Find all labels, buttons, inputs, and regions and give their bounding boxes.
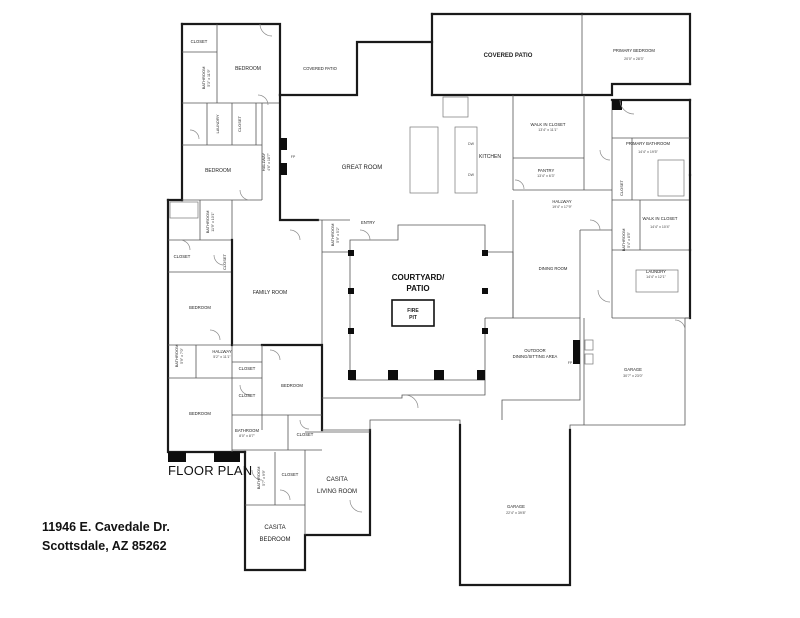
- label-bath-entry-dim: 5'9" x 5'2": [336, 226, 340, 242]
- label-closet-b4b: CLOSET: [239, 393, 256, 398]
- label-fire-pit-1: FIRE: [407, 308, 419, 314]
- label-casita-closet: CLOSET: [282, 472, 299, 477]
- label-bath-top: BATHROOM: [201, 67, 206, 90]
- label-hallway-left: HALLWAY: [261, 152, 266, 171]
- label-covered-patio-small: COVERED PATIO: [303, 66, 338, 71]
- label-closet-mid-2: CLOSET: [222, 253, 227, 270]
- label-garage-right: GARAGE: [624, 367, 642, 372]
- label-bedroom-4: BEDROOM: [281, 383, 303, 388]
- label-outdoor-1: OUTDOOR: [524, 348, 545, 353]
- label-closet-primary: CLOSET: [619, 179, 624, 196]
- label-closet-mid-1: CLOSET: [174, 254, 191, 259]
- label-casita-living-2: LIVING ROOM: [317, 489, 357, 495]
- label-bath-mid-dim: 11'9" x 10'1": [211, 212, 215, 232]
- label-garage-right-dim: 30'7" x 23'0": [623, 374, 643, 378]
- label-bedroom-1: BEDROOM: [235, 66, 261, 72]
- label-laundry-right: LAUNDRY: [646, 269, 666, 274]
- label-fp-2: FP: [568, 361, 573, 365]
- address-line-1: 11946 E. Cavedale Dr.: [42, 520, 170, 534]
- label-walk-in-closet-1-dim: 13'4" x 11'1": [538, 128, 558, 132]
- label-primary-bedroom: PRIMARY BEDROOM: [613, 48, 655, 53]
- label-closet-b4: CLOSET: [239, 366, 256, 371]
- label-walk-in-closet-2: WALK IN CLOSET: [643, 216, 678, 221]
- room-labels: BEDROOM CLOSET BATHROOM 5'3" x 11'9" COV…: [174, 39, 678, 543]
- label-casita-bedroom-2: BEDROOM: [259, 537, 290, 543]
- label-primary-bathroom: PRIMARY BATHROOM: [626, 141, 670, 146]
- label-laundry-left: LAUNDRY: [215, 114, 220, 133]
- label-dining-room: DINING ROOM: [539, 266, 568, 271]
- label-entry: ENTRY: [361, 220, 375, 225]
- label-closet-laundry: CLOSET: [237, 115, 242, 132]
- label-bath-lower: BATHROOM: [235, 428, 259, 433]
- label-pantry-dim: 13'4" x 6'3": [537, 174, 555, 178]
- label-pantry: PANTRY: [538, 168, 555, 173]
- label-bedroom-3: BEDROOM: [189, 305, 211, 310]
- label-bath-left-2-dim: 5'9" x 7'0": [180, 347, 184, 363]
- label-outdoor-2: DINING/SITTING AREA: [513, 354, 558, 359]
- label-fire-pit-2: PIT: [409, 315, 417, 321]
- label-hallway-small: HALLWAY: [212, 349, 231, 354]
- label-hallway-small-dim: 5'2" x 11'1": [213, 355, 231, 359]
- address-line-2: Scottsdale, AZ 85262: [42, 539, 167, 553]
- label-bath-lower-dim: 8'0" x 8'7": [239, 434, 255, 438]
- label-bath-left-2: BATHROOM: [174, 345, 179, 368]
- label-casita-bedroom-1: CASITA: [264, 525, 285, 531]
- label-bath-top-dim: 5'3" x 11'9": [207, 69, 211, 87]
- fixtures: [169, 96, 685, 365]
- label-dw-2: DW: [468, 173, 475, 177]
- label-bedroom-5: BEDROOM: [189, 411, 211, 416]
- label-dw-1: DW: [468, 142, 475, 146]
- label-bath-entry: BATHROOM: [330, 224, 335, 247]
- label-bedroom-2: BEDROOM: [205, 168, 231, 174]
- label-bath-right: BATHROOM: [621, 229, 626, 252]
- label-closet-top: CLOSET: [191, 39, 208, 44]
- label-hallway-left-dim: 4'6" x 18'7": [267, 152, 271, 170]
- label-courtyard-2: PATIO: [406, 284, 429, 293]
- label-primary-bedroom-dim: 20'0" x 28'3": [624, 57, 644, 61]
- floor-plan-title: FLOOR PLAN: [168, 463, 253, 478]
- label-great-room: GREAT ROOM: [342, 165, 382, 171]
- label-bath-mid: BATHROOM: [205, 211, 210, 234]
- label-hallway-right: HALLWAY: [552, 199, 571, 204]
- label-casita-bath: BATHROOM: [256, 467, 261, 490]
- exterior-walls: [166, 12, 692, 587]
- label-garage-lower: GARAGE: [507, 504, 525, 509]
- label-garage-lower-dim: 22'4" x 39'8": [506, 511, 526, 515]
- label-casita-living-1: CASITA: [326, 477, 347, 483]
- label-kitchen: KITCHEN: [479, 154, 501, 160]
- label-courtyard-1: COURTYARD/: [392, 273, 445, 282]
- label-closet-lower: CLOSET: [297, 432, 314, 437]
- label-covered-patio-large: COVERED PATIO: [484, 53, 533, 59]
- address-block: 11946 E. Cavedale Dr. Scottsdale, AZ 852…: [42, 518, 170, 556]
- label-hallway-right-dim: 19'4" x 17'9": [552, 205, 572, 209]
- label-walk-in-closet-1: WALK IN CLOSET: [531, 122, 566, 127]
- label-primary-bathroom-dim: 14'4" x 19'5": [638, 150, 658, 154]
- label-family-room: FAMILY ROOM: [253, 290, 287, 296]
- label-bath-right-dim: 5'4" x 8'5": [627, 231, 631, 247]
- columns: [168, 100, 622, 462]
- label-laundry-right-dim: 14'4" x 12'1": [646, 275, 666, 279]
- label-fp-1: FP: [291, 155, 296, 159]
- label-walk-in-closet-2-dim: 14'4" x 10'4": [650, 225, 670, 229]
- door-swings: [179, 23, 686, 513]
- label-casita-bath-dim: 5'7" x 9'9": [262, 469, 266, 485]
